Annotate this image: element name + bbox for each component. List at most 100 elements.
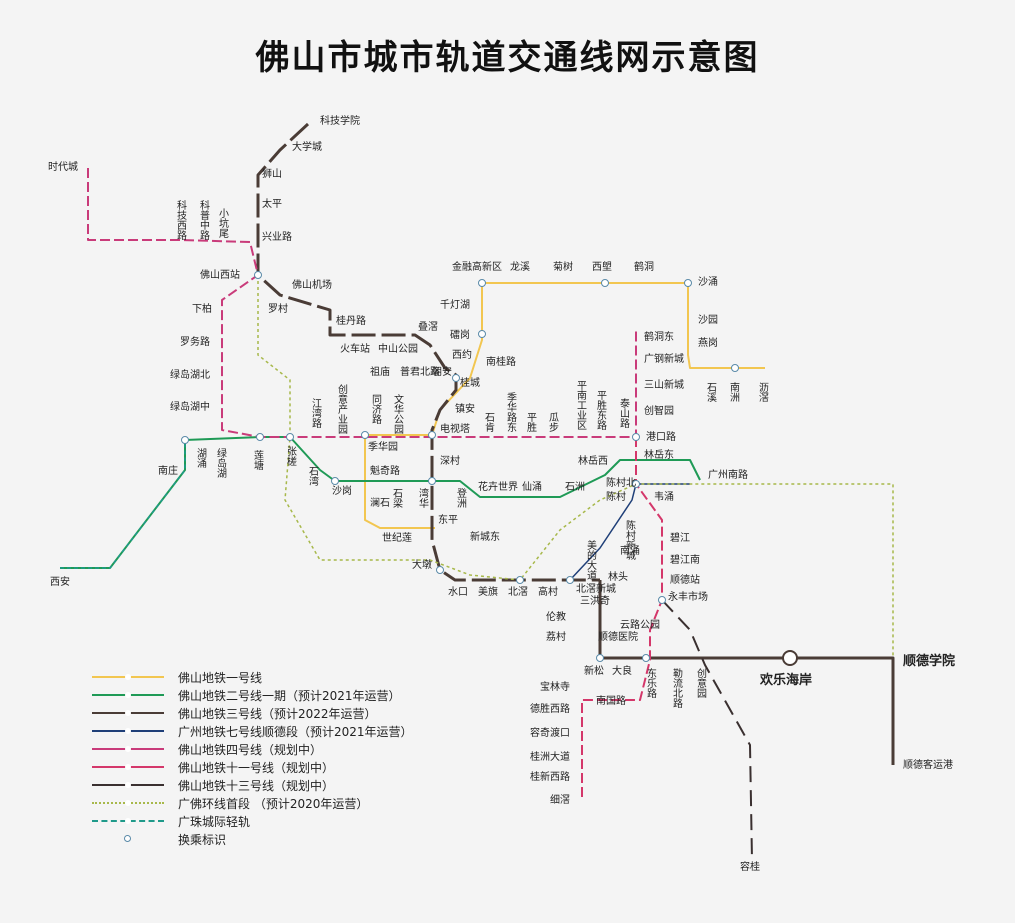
legend-row: 佛山地铁十三号线（规划中） [92, 776, 413, 794]
legend-swatch [92, 764, 164, 770]
station-label: 三洪奇 [580, 594, 610, 607]
station-label: 碧江南 [670, 553, 700, 566]
line-3-north [256, 122, 600, 582]
station-label: 创智园 [644, 404, 674, 417]
station-label: 港口路 [646, 430, 676, 443]
station-label: 礌岗 [450, 329, 470, 341]
pearl-intercity [60, 440, 186, 569]
line-13 [661, 599, 753, 861]
station-label: 龙溪 [510, 260, 530, 273]
station-label: 韦涌 [654, 491, 674, 503]
station-label: 广州南路 [708, 468, 748, 481]
station-label-vertical: 绿岛湖 [215, 447, 227, 479]
legend-row: 广珠城际轻轨 [92, 812, 413, 830]
station-label-vertical: 平胜 [525, 412, 537, 433]
transfer-marker [286, 433, 294, 441]
station-label: 北滘 [508, 586, 528, 598]
station-label: 美旗 [478, 585, 498, 598]
station-label-vertical: 陈村新城 [624, 519, 636, 561]
transfer-marker [452, 374, 460, 382]
station-label: 东平 [438, 513, 458, 526]
line-11 [581, 437, 663, 800]
station-label: 火车站 [340, 342, 370, 355]
station-label: 世纪莲 [382, 532, 412, 544]
station-label-vertical: 平胜东路 [595, 390, 607, 431]
station-label: 时代城 [48, 161, 78, 173]
station-label: 顺德客运港 [903, 758, 953, 771]
transfer-marker [428, 431, 436, 439]
station-label: 魁奇路 [370, 464, 400, 477]
legend-label: 佛山地铁三号线（预计2022年运营） [178, 706, 377, 721]
station-label-vertical: 季华路东 [505, 392, 517, 432]
station-label: 下柏 [192, 302, 212, 315]
station-label: 永丰市场 [668, 590, 708, 603]
station-label: 深村 [440, 454, 460, 467]
transfer-marker [254, 271, 262, 279]
station-label: 陈村 [606, 490, 626, 503]
legend-swatch [92, 782, 164, 788]
transfer-marker [632, 480, 640, 488]
station-label: 陈村北 [606, 476, 636, 489]
station-label: 大良 [612, 664, 632, 677]
line-1-east [482, 282, 765, 369]
legend-label: 换乘标识 [178, 832, 227, 847]
station-label: 顺德医院 [598, 630, 638, 643]
station-label: 水口 [448, 586, 468, 598]
station-label-vertical: 南洲 [728, 381, 740, 402]
station-label: 祖庙 [370, 365, 390, 378]
station-label: 南涌 [620, 544, 640, 557]
station-label: 鹤洞 [634, 260, 654, 273]
station-label-vertical: 同济路 [370, 394, 382, 425]
station-label: 罗村 [268, 302, 288, 315]
station-label: 沙涌 [698, 276, 718, 288]
station-label: 西约 [452, 348, 472, 361]
transfer-marker [256, 433, 264, 441]
station-label: 花卉世界 [478, 480, 518, 493]
station-label: 科技学院 [320, 114, 360, 127]
station-label: 北滘新城 [576, 582, 616, 595]
station-label: 林岳东 [644, 448, 674, 461]
station-label: 欢乐海岸 [759, 672, 812, 688]
station-label-vertical: 文华公园 [392, 393, 404, 435]
legend-swatch [92, 692, 164, 698]
station-label: 千灯湖 [440, 299, 470, 311]
station-label: 顺德学院 [903, 653, 955, 669]
station-label-vertical: 美的大道 [585, 539, 597, 580]
station-label-vertical: 瓜步 [547, 412, 559, 432]
station-label: 林岳西 [578, 454, 608, 467]
station-label: 鹤洞东 [644, 330, 674, 343]
legend-label: 佛山地铁二号线一期（预计2021年运营） [178, 688, 401, 703]
station-label-vertical: 科技西路 [175, 199, 187, 241]
station-label-vertical: 湾华 [417, 487, 429, 509]
station-label: 仙涌 [522, 480, 542, 493]
station-label: 细滘 [550, 793, 570, 806]
station-label: 叠滘 [418, 321, 438, 333]
transfer-marker [516, 576, 524, 584]
transfer-marker [566, 576, 574, 584]
station-label: 容奇渡口 [530, 726, 570, 739]
station-label-vertical: 江湾路 [310, 398, 322, 429]
station-label: 澜石 [370, 497, 390, 509]
station-label: 大墩 [412, 558, 432, 571]
station-label-vertical: 张槎 [285, 446, 297, 467]
legend-label: 佛山地铁十一号线（规划中） [178, 760, 335, 775]
station-label: 佛山西站 [200, 268, 240, 281]
station-label: 狮山 [262, 167, 282, 180]
station-label: 德胜西路 [530, 702, 570, 715]
legend-row: 佛山地铁三号线（预计2022年运营） [92, 704, 413, 722]
station-label: 新松 [584, 664, 604, 677]
guangfo-ring [257, 275, 894, 658]
legend-label: 广佛环线首段 （预计2020年运营） [178, 796, 369, 811]
transfer-marker [658, 596, 666, 604]
station-label: 容桂 [740, 860, 760, 873]
station-label: 石洲 [565, 481, 585, 493]
station-label-vertical: 科普中路 [198, 199, 210, 241]
legend-swatch [92, 728, 164, 734]
legend-row: 换乘标识 [92, 830, 413, 848]
station-label-vertical: 石梁 [391, 488, 403, 509]
station-label: 季华园 [368, 440, 398, 453]
legend-swatch [92, 674, 164, 680]
station-label: 荔村 [546, 630, 566, 643]
station-label: 镇安 [455, 402, 475, 415]
station-label: 顺德站 [670, 573, 700, 586]
